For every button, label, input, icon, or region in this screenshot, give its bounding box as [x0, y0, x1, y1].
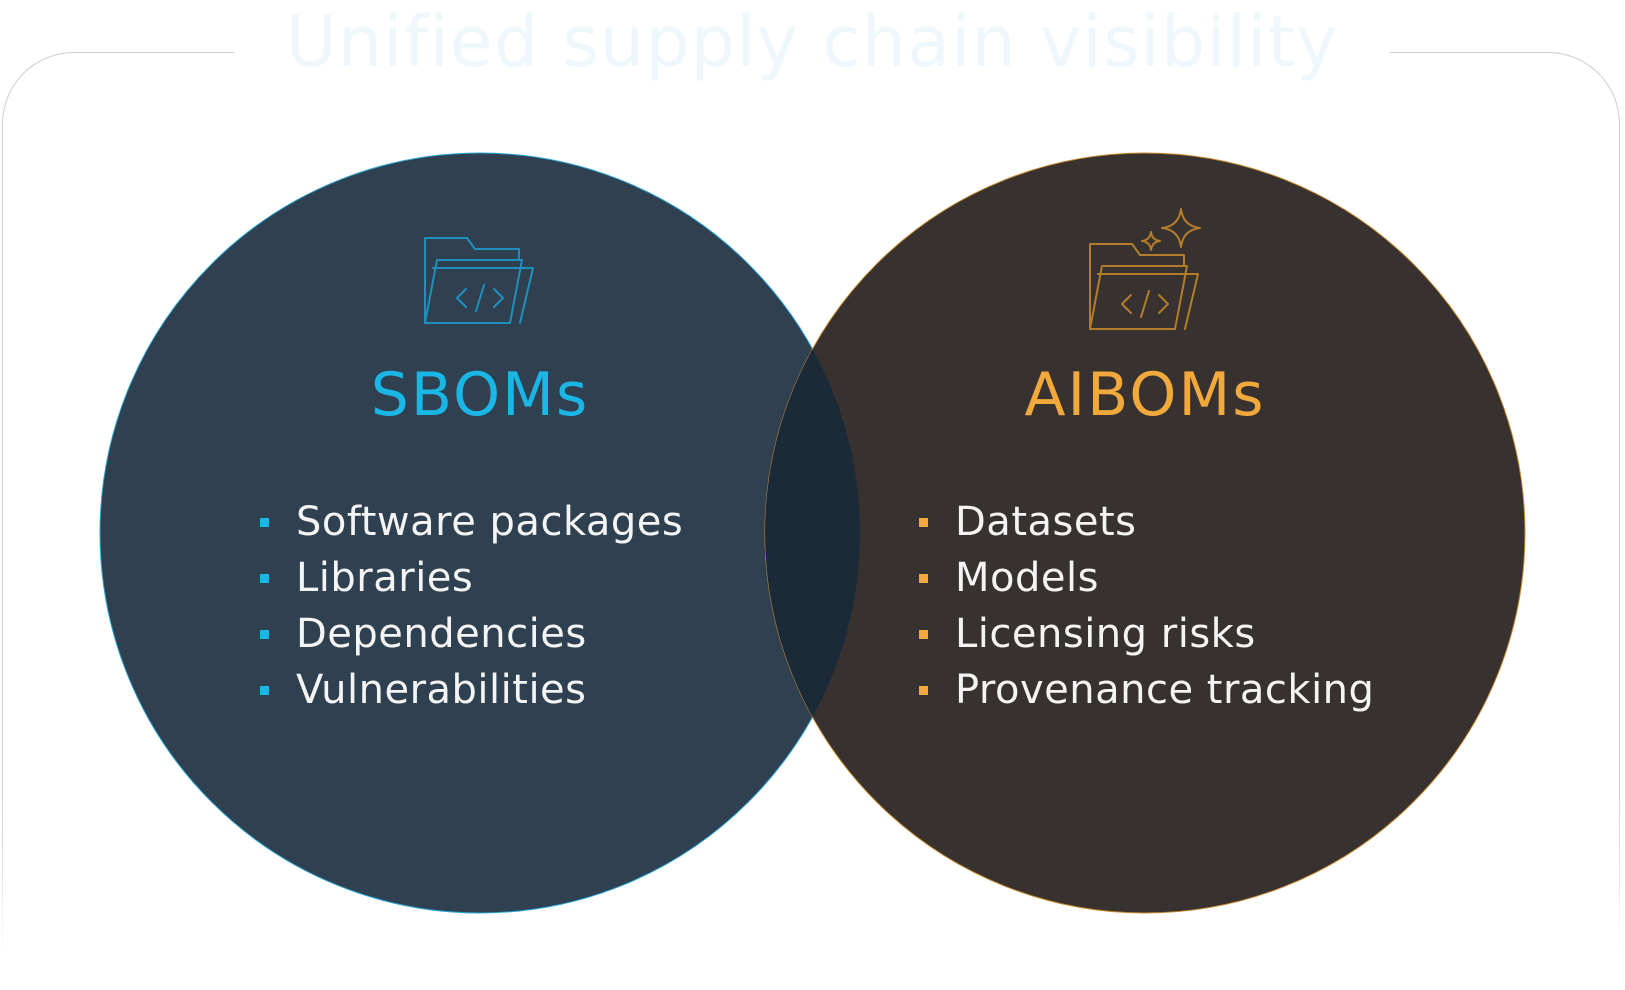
bullet-square-icon	[260, 630, 269, 639]
list-item: Software packages	[260, 494, 683, 550]
list-item-label: Licensing risks	[955, 611, 1256, 657]
list-item-label: Vulnerabilities	[296, 667, 587, 713]
list-item: Models	[919, 550, 1374, 606]
list-item: Provenance tracking	[919, 662, 1374, 718]
list-item-label: Libraries	[296, 555, 474, 601]
bullet-square-icon	[260, 686, 269, 695]
list-item: Libraries	[260, 550, 683, 606]
bullet-square-icon	[919, 574, 928, 583]
page-title: Unified supply chain visibility	[234, 2, 1390, 82]
list-item: Datasets	[919, 494, 1374, 550]
bullet-square-icon	[919, 686, 928, 695]
bullet-square-icon	[919, 630, 928, 639]
list-item: Vulnerabilities	[260, 662, 683, 718]
aibom-heading: AIBOMs	[1024, 360, 1266, 430]
list-item-label: Software packages	[296, 499, 684, 545]
sbom-list: Software packages Libraries Dependencies…	[260, 494, 683, 718]
list-item-label: Provenance tracking	[955, 667, 1375, 713]
bullet-square-icon	[260, 574, 269, 583]
list-item: Dependencies	[260, 606, 683, 662]
code-folder-sparkle-icon	[1089, 208, 1201, 330]
bullet-square-icon	[919, 518, 928, 527]
sbom-heading: SBOMs	[370, 360, 590, 430]
list-item-label: Models	[955, 555, 1099, 601]
list-item-label: Dependencies	[296, 611, 587, 657]
code-folder-icon	[424, 237, 534, 324]
aibom-list: Datasets Models Licensing risks Provenan…	[919, 494, 1374, 718]
list-item-label: Datasets	[955, 499, 1137, 545]
bullet-square-icon	[260, 518, 269, 527]
list-item: Licensing risks	[919, 606, 1374, 662]
